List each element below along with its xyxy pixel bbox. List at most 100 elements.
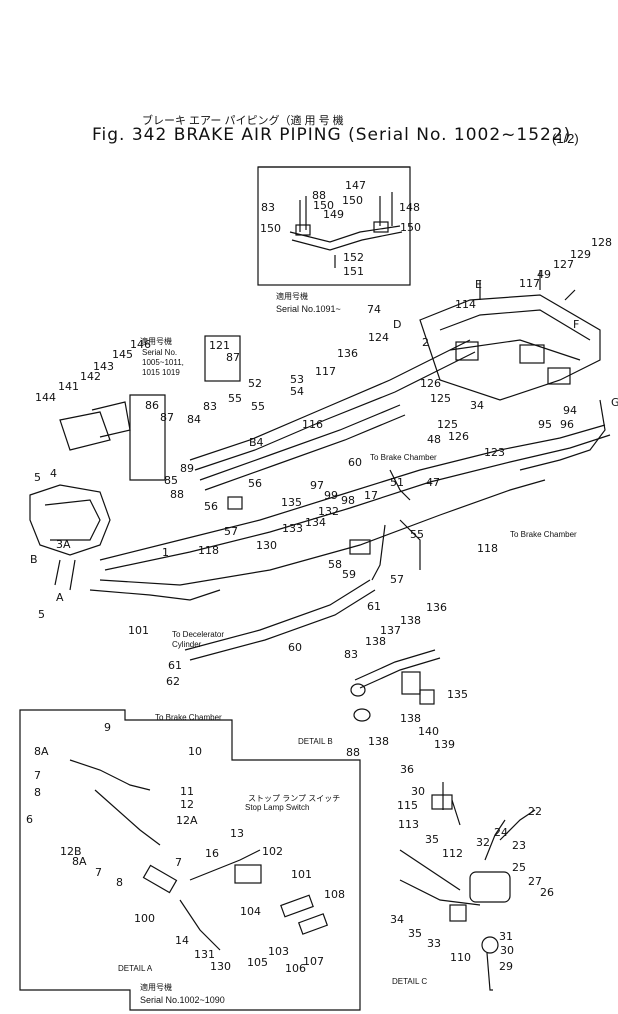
callout-150-b: 150 bbox=[342, 194, 363, 207]
callout-G: G bbox=[611, 396, 618, 409]
callout-87-a: 87 bbox=[226, 351, 240, 364]
callout-56-b: 56 bbox=[248, 477, 262, 490]
callout-117: 117 bbox=[519, 277, 540, 290]
callout-57-a: 57 bbox=[224, 525, 238, 538]
callout-30-b: 30 bbox=[500, 944, 514, 957]
callout-88: 88 bbox=[312, 189, 326, 202]
callout-55-b: 55 bbox=[251, 400, 265, 413]
callout-139: 139 bbox=[434, 738, 455, 751]
callout-12B: 12B bbox=[60, 845, 82, 858]
callout-58: 58 bbox=[328, 558, 342, 571]
left-serial-box bbox=[129, 394, 166, 481]
callout-143: 143 bbox=[93, 360, 114, 373]
callout-144: 144 bbox=[35, 391, 56, 404]
callout-88-b: 88 bbox=[170, 488, 184, 501]
callout-83: 83 bbox=[261, 201, 275, 214]
callout-13: 13 bbox=[230, 827, 244, 840]
callout-118-b: 118 bbox=[477, 542, 498, 555]
callout-10: 10 bbox=[188, 745, 202, 758]
callout-126: 126 bbox=[420, 377, 441, 390]
callout-146: 146 bbox=[130, 338, 151, 351]
callout-130: 130 bbox=[256, 539, 277, 552]
title-japanese: ブレーキ エアー パイピング（適 用 号 機 bbox=[142, 115, 344, 127]
callout-35-b: 35 bbox=[408, 927, 422, 940]
callout-9: 9 bbox=[104, 721, 111, 734]
callout-152: 152 bbox=[343, 251, 364, 264]
callout-54: 54 bbox=[290, 385, 304, 398]
detail-a-label: DETAIL A bbox=[118, 964, 153, 973]
bottom-serial-jp: 適用号機 bbox=[140, 983, 172, 992]
callout-117-b: 117 bbox=[315, 365, 336, 378]
callout-labels: 88 147 83 150 150 148 149 150 150 152 15… bbox=[26, 179, 618, 975]
callout-129: 129 bbox=[570, 248, 591, 261]
left-box-serial-3: 1015 1019 bbox=[142, 368, 180, 377]
callout-118-a: 118 bbox=[198, 544, 219, 557]
callout-32: 32 bbox=[476, 836, 490, 849]
callout-6: 6 bbox=[26, 813, 33, 826]
callout-131: 131 bbox=[194, 948, 215, 961]
callout-126-b: 126 bbox=[448, 430, 469, 443]
callout-34: 34 bbox=[470, 399, 484, 412]
callout-55-c: 55 bbox=[410, 528, 424, 541]
to-decelerator-label: To Decelerator bbox=[172, 630, 225, 639]
callout-105: 105 bbox=[247, 956, 268, 969]
callout-99: 99 bbox=[324, 489, 338, 502]
callout-83-b: 83 bbox=[203, 400, 217, 413]
callout-30-a: 30 bbox=[411, 785, 425, 798]
callout-B4: B4 bbox=[249, 436, 264, 449]
callout-59: 59 bbox=[342, 568, 356, 581]
callout-12: 12 bbox=[180, 798, 194, 811]
callout-104: 104 bbox=[240, 905, 261, 918]
callout-133: 133 bbox=[282, 522, 303, 535]
inset-top-serial: Serial No.1091~ bbox=[276, 304, 341, 314]
callout-14: 14 bbox=[175, 934, 189, 947]
callout-123: 123 bbox=[484, 446, 505, 459]
callout-135: 135 bbox=[281, 496, 302, 509]
callout-74: 74 bbox=[367, 303, 381, 316]
callout-23: 23 bbox=[512, 839, 526, 852]
callout-100: 100 bbox=[134, 912, 155, 925]
callout-26: 26 bbox=[540, 886, 554, 899]
left-box-serial-jp: 適用号機 bbox=[140, 337, 172, 346]
callout-51: 51 bbox=[390, 476, 404, 489]
callout-8A-b: 8A bbox=[72, 855, 87, 868]
callout-106: 106 bbox=[285, 962, 306, 975]
callout-149: 149 bbox=[323, 208, 344, 221]
callout-61-b: 61 bbox=[168, 659, 182, 672]
callout-150-c: 150 bbox=[260, 222, 281, 235]
stop-lamp-switch-jp: ストップ ランプ スイッチ bbox=[248, 794, 341, 803]
callout-125: 125 bbox=[430, 392, 451, 405]
detail-a-outline bbox=[19, 709, 361, 1011]
callout-151: 151 bbox=[343, 265, 364, 278]
callout-5-a: 5 bbox=[34, 471, 41, 484]
callout-11: 11 bbox=[180, 785, 194, 798]
callout-3A: 3A bbox=[56, 538, 71, 551]
callout-56-a: 56 bbox=[204, 500, 218, 513]
stop-lamp-switch-label: Stop Lamp Switch bbox=[245, 803, 310, 812]
to-brake-chamber-label-3: To Brake Chamber bbox=[155, 713, 222, 722]
callout-141: 141 bbox=[58, 380, 79, 393]
callout-E: E bbox=[475, 278, 482, 291]
callout-85: 85 bbox=[164, 474, 178, 487]
callout-121: 121 bbox=[209, 339, 230, 352]
callout-2: 2 bbox=[422, 336, 429, 349]
callout-89: 89 bbox=[180, 462, 194, 475]
callout-47: 47 bbox=[426, 476, 440, 489]
callout-7-b: 7 bbox=[95, 866, 102, 879]
callout-147: 147 bbox=[345, 179, 366, 192]
bottom-serial: Serial No.1002~1090 bbox=[140, 995, 225, 1005]
callout-98: 98 bbox=[341, 494, 355, 507]
callout-24: 24 bbox=[494, 826, 508, 839]
callout-8-a: 8 bbox=[34, 786, 41, 799]
callout-138-b: 138 bbox=[365, 635, 386, 648]
callout-A: A bbox=[56, 591, 64, 604]
callout-62: 62 bbox=[166, 675, 180, 688]
callout-52: 52 bbox=[248, 377, 262, 390]
diagram-linework bbox=[19, 166, 611, 1011]
callout-150-a: 150 bbox=[313, 199, 334, 212]
callout-61-a: 61 bbox=[367, 600, 381, 613]
callout-88-c: 88 bbox=[346, 746, 360, 759]
callout-D: D bbox=[393, 318, 401, 331]
callout-83-c: 83 bbox=[344, 648, 358, 661]
